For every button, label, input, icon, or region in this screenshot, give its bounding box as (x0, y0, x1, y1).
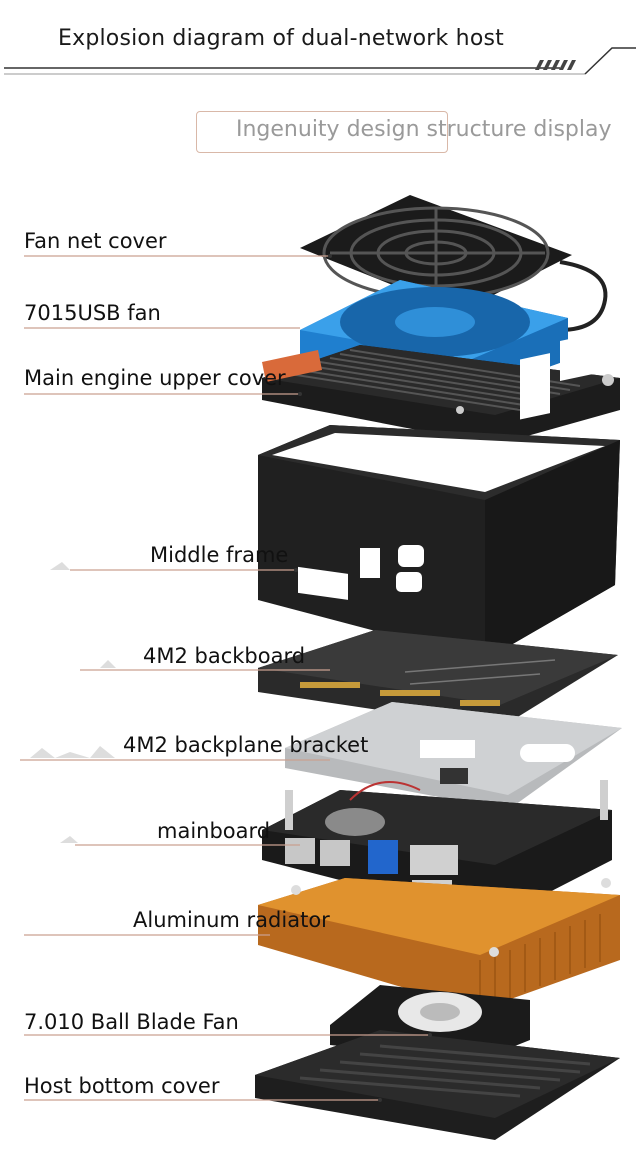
bottom-cover-part (255, 1030, 620, 1140)
label-fan-net-cover: Fan net cover (24, 229, 167, 253)
mainboard-part (262, 780, 612, 920)
aluminum-radiator-part (258, 878, 620, 1010)
header-stripes-icon (535, 60, 576, 70)
label-usb-fan: 7015USB fan (24, 301, 161, 325)
label-aluminum-radiator: Aluminum radiator (133, 908, 330, 932)
label-bottom-cover: Host bottom cover (24, 1074, 220, 1098)
label-m2-bracket: 4M2 backplane bracket (123, 733, 369, 757)
header-divider-tail (584, 47, 636, 75)
diagram-subtitle: Ingenuity design structure display (236, 117, 612, 142)
subtitle-frame (196, 111, 448, 153)
decorative-marks (30, 562, 116, 843)
m2-backboard-part (258, 630, 618, 728)
leader-lines (20, 254, 432, 1102)
label-mainboard: mainboard (157, 819, 271, 843)
label-m2-backboard: 4M2 backboard (143, 644, 306, 668)
fan-net-cover-part (300, 195, 608, 332)
label-ball-blade-fan: 7.010 Ball Blade Fan (24, 1010, 239, 1034)
label-middle-frame: Middle frame (150, 543, 289, 567)
m2-bracket-part (285, 702, 622, 810)
diagram-title: Explosion diagram of dual-network host (58, 26, 504, 51)
label-upper-cover: Main engine upper cover (24, 366, 286, 390)
middle-frame-part (258, 332, 620, 660)
